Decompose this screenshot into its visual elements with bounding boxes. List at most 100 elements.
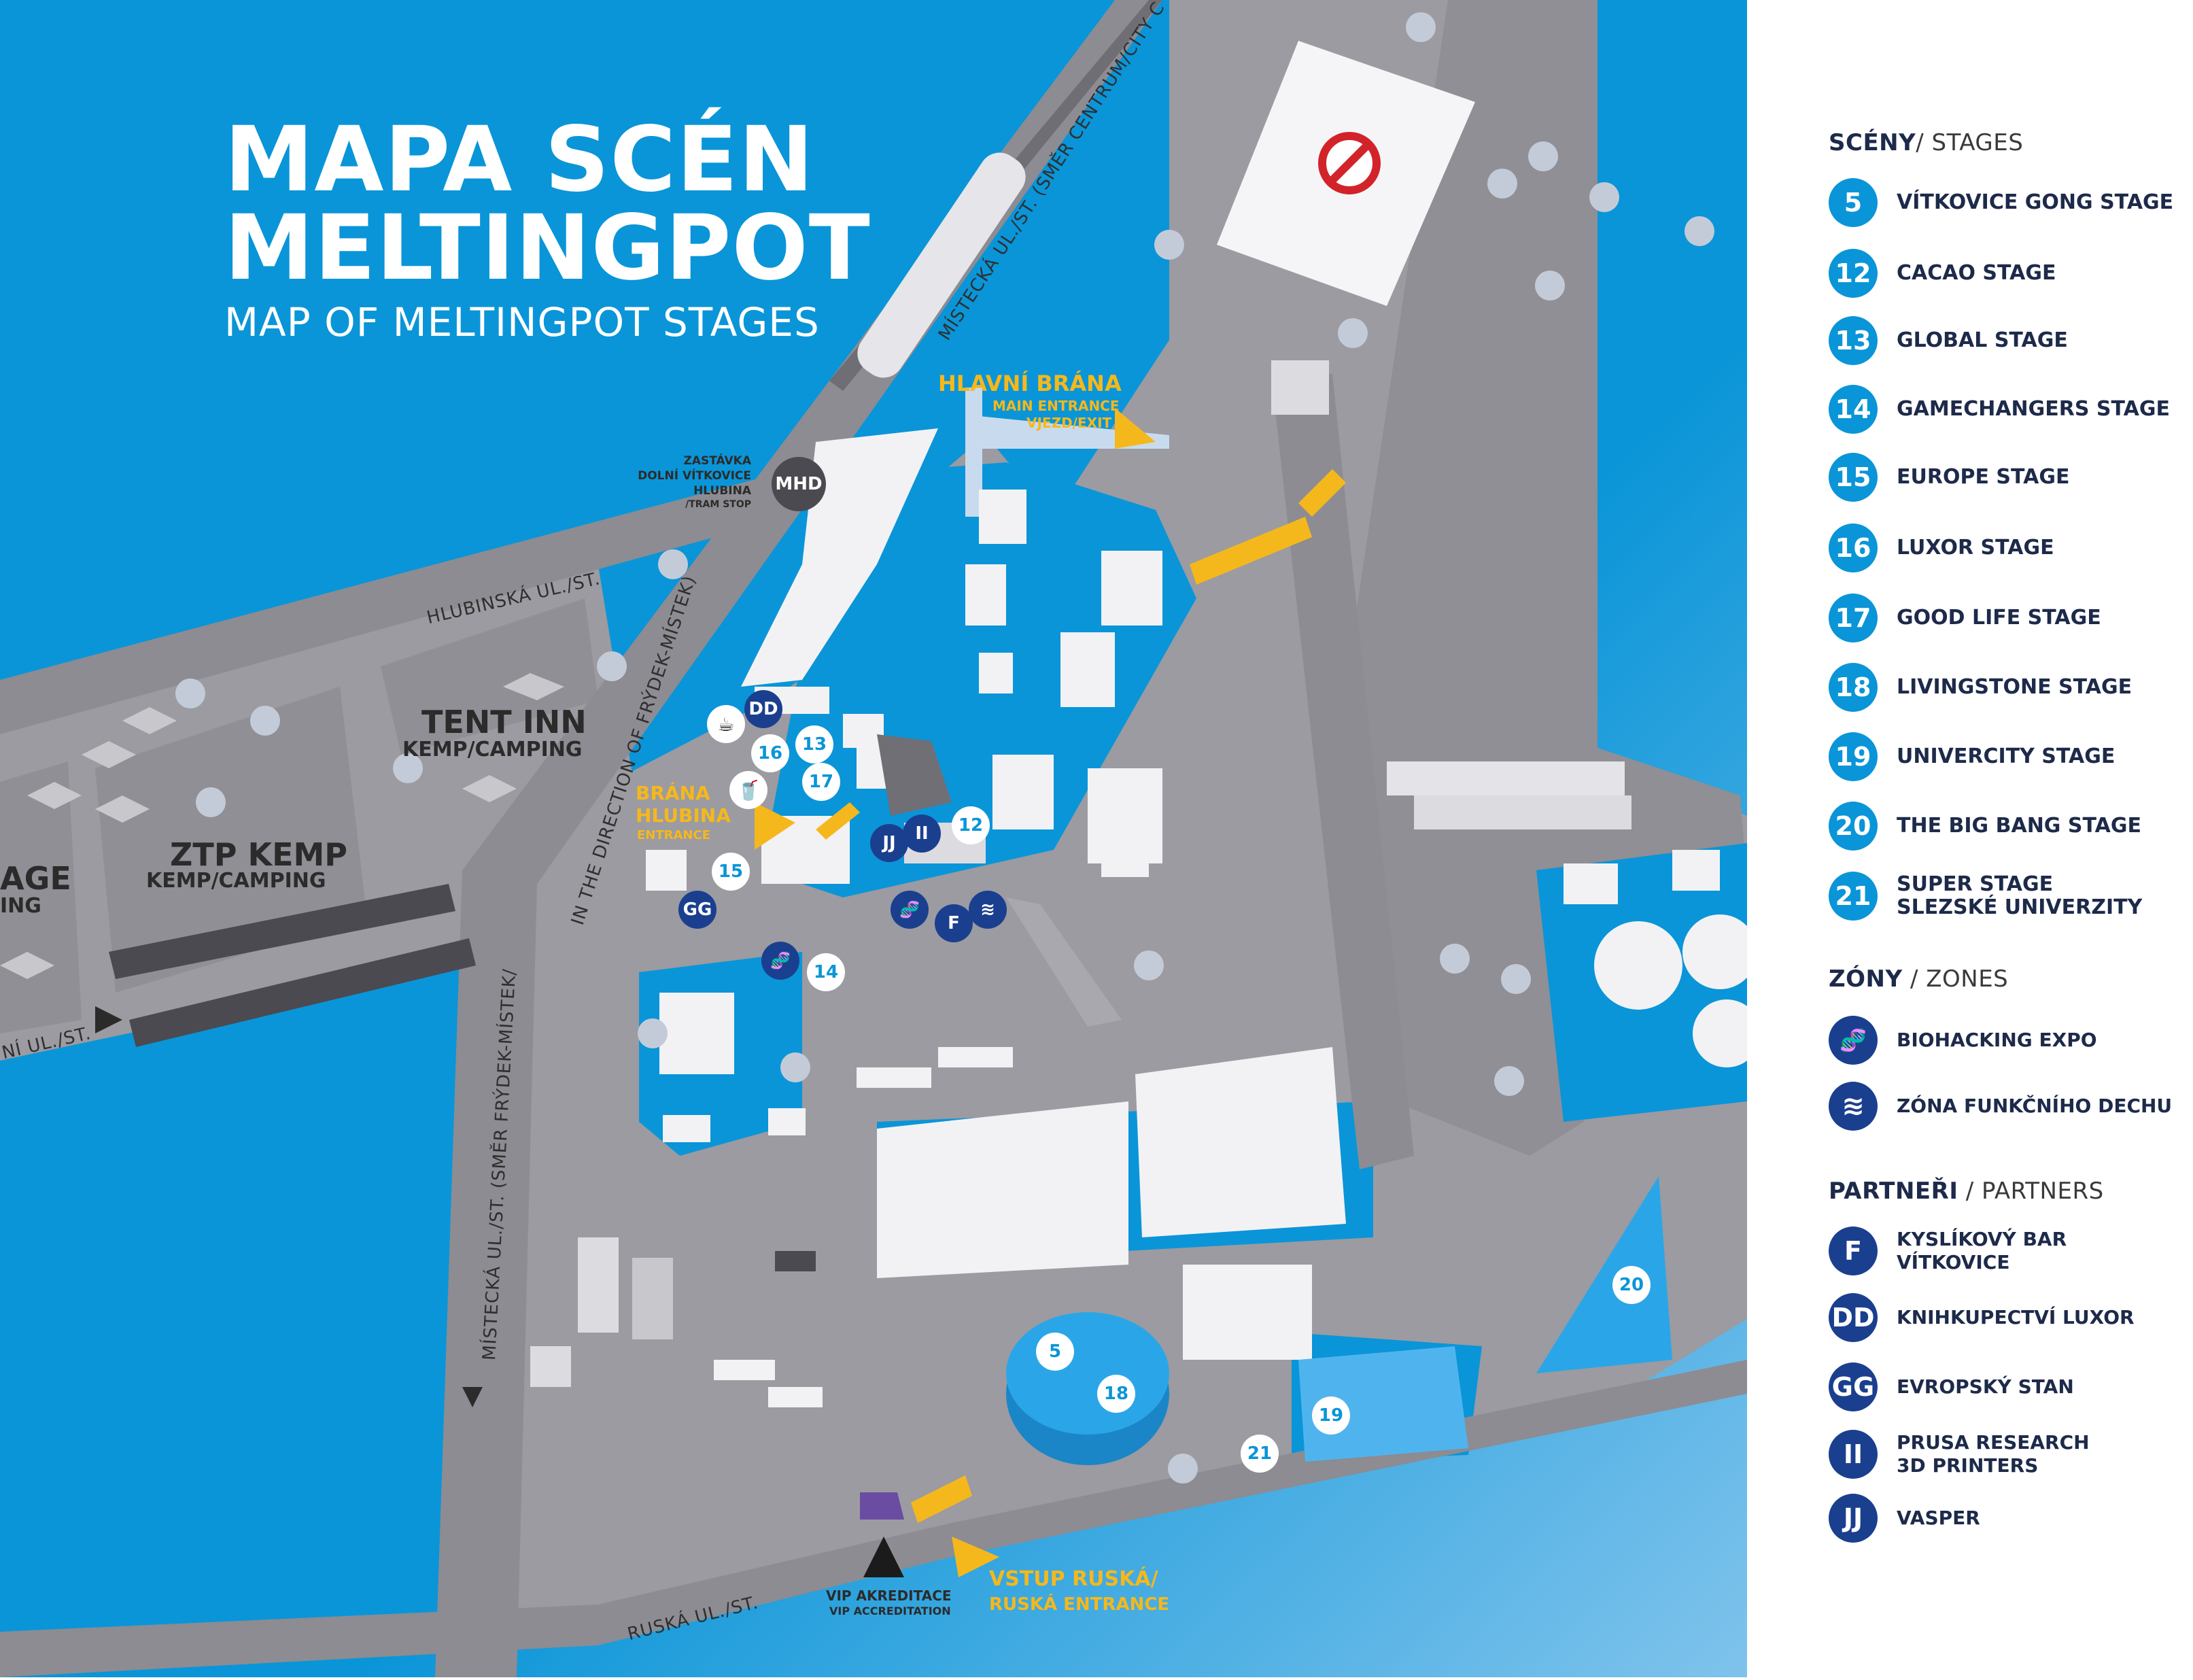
legend-partners-heading: PARTNEŘI / PARTNERS [1829,1178,2104,1205]
ruska-entrance-label: RUSKÁ ENTRANCE [989,1594,1170,1615]
bridge-gray [1006,897,1122,1027]
legend-stage-14[interactable]: 14 GAMECHANGERS STAGE [1829,385,2170,434]
building-22 [1387,761,1625,795]
legend-stage-name-line-1: SUPER STAGE [1897,872,2054,896]
tram-stop-label-2: DOLNÍ VÍTKOVICE [638,469,751,483]
legend-stage-badge: 5 [1829,178,1878,227]
partner-marker-jj[interactable]: JJ [870,824,908,862]
tram-stop-label-4: /TRAM STOP [685,499,751,510]
legend-stage-badge: 16 [1829,524,1878,572]
building-19 [768,1108,806,1135]
legend-stage-name: EUROPE STAGE [1897,465,2070,489]
tent-inn-label: TENT INN [421,704,587,740]
cafe-marker-coffee-icon[interactable]: ☕ [707,705,745,743]
legend-partner-gg[interactable]: GG EVROPSKÝ STAN [1829,1362,2074,1411]
tower-1 [578,1237,619,1333]
road-camp [109,884,455,979]
legend-zones-heading: ZÓNY / ZONES [1829,965,2008,993]
building-3 [1101,551,1162,625]
legend-stage-12[interactable]: 12 CACAO STAGE [1829,249,2056,298]
camp-block-1 [381,598,598,755]
legend-stage-5[interactable]: 5 VÍTKOVICE GONG STAGE [1829,178,2174,227]
legend-stage-name: VÍTKOVICE GONG STAGE [1897,190,2174,214]
stage-marker-21[interactable]: 21 [1241,1435,1279,1473]
stage-marker-19[interactable]: 19 [1312,1396,1350,1435]
site-map[interactable]: MAPA SCÉN MELTINGPOT MAP OF MELTINGPOT S… [0,0,1761,1677]
stage-marker-15[interactable]: 15 [712,853,750,891]
legend-partner-badge: DD [1829,1293,1878,1342]
legend-partner-dd[interactable]: DD KNIHKUPECTVÍ LUXOR [1829,1293,2135,1342]
legend-stage-17[interactable]: 17 GOOD LIFE STAGE [1829,594,2101,642]
mhd-circle [772,457,826,511]
tram-stop-label-3: HLUBINA [693,484,751,498]
legend-partner-name: KNIHKUPECTVÍ LUXOR [1897,1306,2135,1328]
stage-marker-13[interactable]: 13 [795,725,833,764]
building-hall-2 [1135,1047,1346,1237]
vip-tent-icon [860,1492,904,1520]
legend-stage-18[interactable]: 18 LIVINGSTONE STAGE [1829,663,2132,712]
map-canvas [0,0,1761,1677]
legend-partner-badge: JJ [1829,1494,1878,1543]
partner-marker-dd[interactable]: DD [744,690,782,728]
ztp-kemp-sub-label: KEMP/CAMPING [146,869,326,893]
building-6 [1060,632,1115,707]
biohacking-marker-dna-icon[interactable]: 🧬 [761,942,799,980]
building-24 [1564,863,1618,904]
brana-label: BRÁNA [636,782,710,804]
partner-marker-f[interactable]: F [935,904,973,942]
main-entrance-label: MAIN ENTRANCE [992,398,1120,414]
legend-partner-badge: F [1829,1227,1878,1275]
partner-marker-gg[interactable]: GG [678,891,716,929]
partner-marker-ii[interactable]: II [903,815,941,853]
legend-zone-name: ZÓNA FUNKČNÍHO DECHU [1897,1095,2173,1117]
stage-marker-16[interactable]: 16 [751,734,789,772]
bridge-3 [911,1475,972,1523]
legend-partner-name-line-1: KYSLÍKOVÝ BAR [1897,1228,2067,1250]
stage-marker-18[interactable]: 18 [1097,1375,1135,1413]
legend-stage-16[interactable]: 16 LUXOR STAGE [1829,524,2054,572]
ing-cut-label: ING [0,894,41,918]
legend-partner-badge: II [1829,1430,1878,1479]
biohacking-marker-2-dna-icon[interactable]: 🧬 [891,891,929,929]
legend-stage-21[interactable]: 21 SUPER STAGE SLEZSKÉ UNIVERZITY [1829,872,2142,921]
legend-partner-name-line-2: 3D PRINTERS [1897,1454,2039,1477]
stage-marker-12[interactable]: 12 [952,806,990,844]
legend-stage-name: GAMECHANGERS STAGE [1897,397,2170,421]
legend-zone-biohacking[interactable]: 🧬 BIOHACKING EXPO [1829,1016,2097,1065]
breath-zone-marker-wind-icon[interactable]: ≋ [969,891,1007,929]
stage-marker-20[interactable]: 20 [1612,1266,1651,1304]
building-5 [979,653,1013,693]
building-2 [979,490,1026,544]
legend-stage-13[interactable]: 13 GLOBAL STAGE [1829,316,2068,365]
vjezd-exit-label: VJEZD/EXIT [1026,415,1112,431]
legend-partner-f[interactable]: F KYSLÍKOVÝ BAR VÍTKOVICE [1829,1227,2067,1275]
hlavni-brana-label: HLAVNÍ BRÁNA [938,371,1122,396]
legend-stage-15[interactable]: 15 EUROPE STAGE [1829,453,2070,502]
stage-marker-17[interactable]: 17 [802,763,840,801]
stage-marker-5[interactable]: 5 [1036,1333,1074,1371]
legend-zone-breath[interactable]: ≋ ZÓNA FUNKČNÍHO DECHU [1829,1082,2173,1131]
tent-inn-sub-label: KEMP/CAMPING [402,738,583,761]
drink-marker-cup-icon[interactable]: 🥤 [729,771,767,809]
building-29 [775,1251,816,1271]
legend-stage-name: LIVINGSTONE STAGE [1897,675,2132,699]
legend-partner-jj[interactable]: JJ VASPER [1829,1494,1980,1543]
legend-zones-heading-cz: ZÓNY [1829,965,1903,993]
map-title: MAPA SCÉN MELTINGPOT MAP OF MELTINGPOT S… [224,115,871,345]
legend-stage-19[interactable]: 19 UNIVERCITY STAGE [1829,732,2115,781]
building-15 [646,850,687,891]
legend-stage-name: THE BIG BANG STAGE [1897,814,2141,838]
road-camp-2 [129,938,476,1047]
legend-stage-20[interactable]: 20 THE BIG BANG STAGE [1829,802,2141,851]
title-subtitle: MAP OF MELTINGPOT STAGES [224,299,820,345]
ruska-entrance-arrow-icon [952,1537,999,1577]
legend-stage-name: GOOD LIFE STAGE [1897,606,2101,630]
building-28 [530,1346,571,1387]
legend-stage-badge: 20 [1829,802,1878,851]
entrance-label: ENTRANCE [637,828,710,842]
stage-marker-14[interactable]: 14 [807,953,845,991]
legend-partner-name: EVROPSKÝ STAN [1897,1375,2074,1398]
legend-partner-ii[interactable]: II PRUSA RESEARCH 3D PRINTERS [1829,1430,2090,1479]
building-4 [965,564,1006,625]
hlubina-entrance-arrow-icon [755,802,795,850]
